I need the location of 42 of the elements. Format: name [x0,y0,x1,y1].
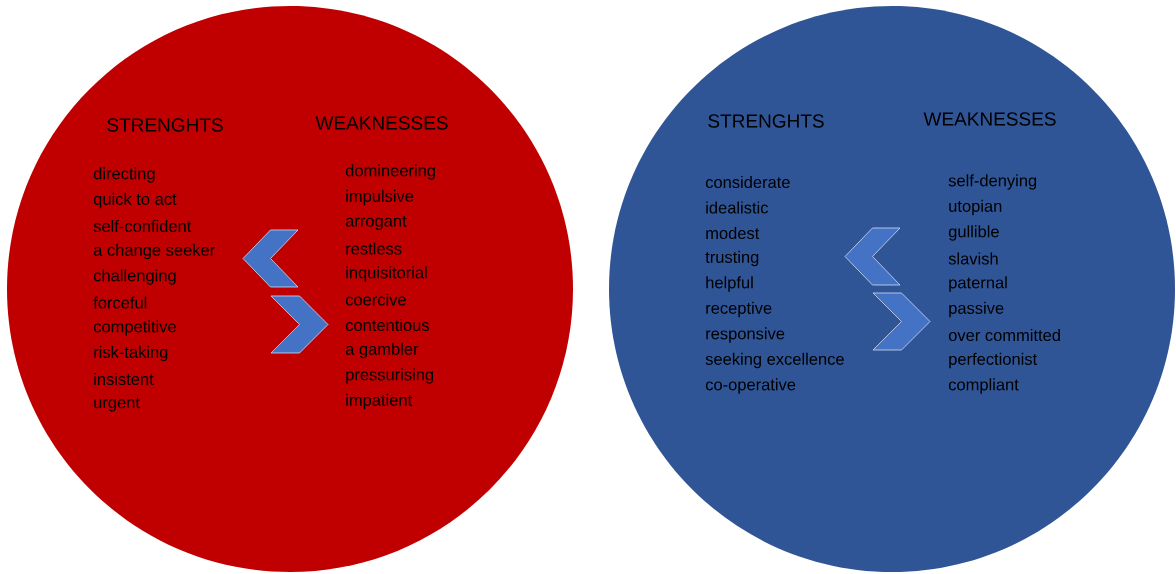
trait-text: slavish [948,252,998,265]
trait-text: considerate [705,175,790,189]
column-heading: WEAKNESSES [923,112,1056,126]
trait-text: urgent [94,397,140,412]
trait-text: compliant [948,378,1019,394]
trait-text: seeking excellence [705,352,844,369]
trait-text: co-operative [705,378,796,394]
trait-text: helpful [706,276,753,292]
trait-text: self-denying [948,174,1037,190]
trait-text: responsive [706,327,785,343]
trait-text: trusting [705,250,759,267]
trait-text: self-confident [93,219,192,233]
trait-text: insistent [94,372,154,386]
trait-text: paternal [949,276,1007,292]
trait-text: impulsive [346,189,414,206]
trait-text: risk-taking [94,345,168,362]
trait-text: idealistic [706,201,769,214]
trait-text: quick to act [93,192,177,209]
trait-text: forceful [93,296,147,309]
trait-text: perfectionist [949,352,1038,369]
trait-text: receptive [706,301,772,318]
trait-text: a gambler [345,342,419,359]
trait-text: passive [949,301,1004,318]
trait-text: modest [706,226,760,240]
trait-text: coercive [345,293,406,306]
trait-text: gullible [948,225,999,241]
column-heading: STRENGHTS [708,114,824,128]
trait-text: challenging [93,269,176,285]
trait-text: domineering [345,164,435,180]
column-heading: STRENGHTS [107,118,223,132]
trait-text: inquisitorial [346,266,427,282]
trait-text: a change seeker [93,243,215,260]
trait-text: directing [93,167,155,183]
column-heading: WEAKNESSES [315,116,448,130]
trait-text: utopian [949,199,1002,216]
trait-text: contentious [345,318,429,332]
trait-text: restless [346,242,402,255]
trait-text: arrogant [345,215,407,231]
trait-text: competitive [93,320,176,336]
trait-text: pressurising [346,368,434,384]
trait-text: over committed [948,328,1060,342]
trait-text: impatient [346,393,413,410]
